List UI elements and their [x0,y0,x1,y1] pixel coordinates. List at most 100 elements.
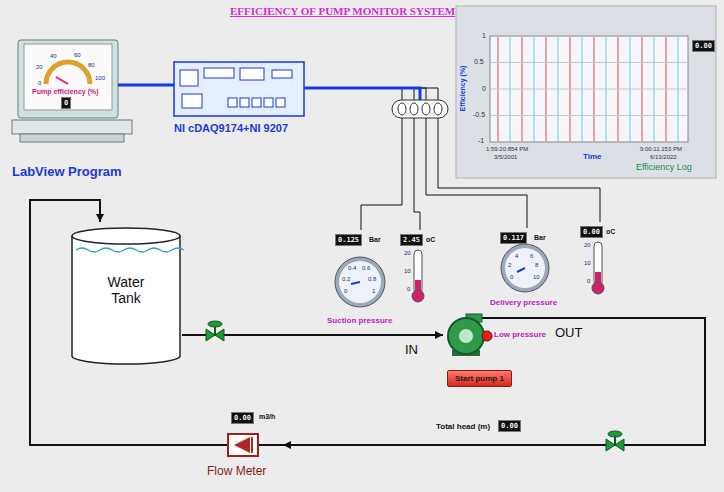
label: 100 [95,75,105,81]
pressure-gauge-dial [351,282,360,284]
pressure-gauge-dial [517,268,525,272]
pump: Low pressure [443,310,548,360]
daq-card [240,68,264,80]
label: 0.2 [342,276,350,282]
water-tank-text: Water Tank [91,274,161,306]
label: 9:00:11.153 PM [640,146,682,152]
signal-hub [434,103,442,115]
label: 80 [88,62,95,68]
daq-card [252,98,261,107]
diagram-title: EFFICIENCY OF PUMP MONITOR SYSTEM [230,5,455,17]
label: 6/13/2022 [650,154,677,160]
computer-node-text: LabView Program [12,164,122,179]
thermometer-tube [594,242,602,286]
pump-symbol [448,318,484,354]
pump-symbol [459,329,473,343]
label: 1 [482,32,486,39]
label: 8 [535,262,538,268]
daq-card [174,62,420,116]
signal-hub [392,100,448,118]
label: 6 [530,253,533,259]
total-head-text: 0.00 [498,420,521,432]
thermometer: 0.00oC [578,222,622,296]
usb-cable [132,85,174,86]
label: 1 [372,288,375,294]
pressure-gauge-text: Suction pressure [327,316,392,325]
thermometer-tube [592,282,604,294]
thermometer-text: 2.45 [400,234,423,246]
water-tank-shape [76,248,184,252]
pressure-gauge-text: Delivery pressure [490,298,557,307]
chart-trace [490,62,688,63]
thermometer-text: oC [426,236,435,243]
daq-card [228,98,237,107]
chart-frame [456,6,716,178]
label: 40 [50,53,57,59]
start-button-text: Start pump 1 [447,370,512,387]
label: 10 [584,260,591,266]
water-pipe [283,318,705,449]
daq-card [276,98,285,107]
water-tank-shape [72,228,180,244]
label: OUT [555,325,582,340]
pump-symbol [448,314,550,356]
label: 20 [404,250,411,256]
flow-meter-symbol [203,434,285,456]
pressure-gauge-text: 0.125 [335,234,362,246]
total-head: Total head (m)0.00 [436,420,528,434]
water-pipe [30,200,205,445]
label: 20 [584,242,591,248]
pump-symbol [482,331,492,341]
label: 2 [508,262,511,268]
label: 0 [482,85,486,92]
label: 0.5 [474,58,484,65]
computer-icon [118,84,132,87]
water-tank-shape [72,236,180,364]
daq-card [180,70,198,86]
daq-card [182,94,202,108]
computer-icon [18,40,118,118]
thermometer-tube [412,242,604,302]
daq-card [304,88,420,100]
computer-node-text: Pump efficiency (%) [32,88,99,95]
thermometer-text: 0.00 [580,226,603,238]
chart-trace [490,37,688,141]
signal-hub [398,103,406,115]
flow-meter-text: 0.00 [231,412,254,424]
flow-meter-symbol [203,444,228,446]
daq-module-text: NI cDAQ9174+NI 9207 [174,122,288,134]
flow-meter-text: Flow Meter [207,464,266,478]
computer-icon [46,62,90,84]
label: -1 [478,137,484,144]
water-tank: Water Tank [70,222,182,362]
daq-card [174,62,304,116]
signal-wire [304,88,402,230]
valve-symbol [608,431,622,437]
signal-wire [304,88,420,230]
computer-node: Pump efficiency (%) 0LabView Program [12,38,132,180]
signal-hub [392,100,448,118]
daq-card [240,98,249,107]
computer-icon [24,44,112,110]
label: 1:59:20.854 PM [486,146,528,152]
thermometer-tube [412,290,424,302]
signal-hub [410,103,418,115]
computer-icon [12,120,132,134]
flow-meter-symbol [228,434,258,456]
label: Efficiency (%) [459,66,466,112]
label: 0.4 [348,265,356,271]
label: 0.8 [368,276,376,282]
pressure-gauge: 0.117BarDelivery pressure [488,228,566,310]
computer-node-text: 0 [61,97,71,109]
valve-symbol [206,321,624,451]
label: IN [405,342,418,357]
flow-meter-symbol [258,444,285,446]
start-button: Start pump 1 [447,370,514,388]
pressure-gauge-dial [335,244,549,307]
label: 0.00 [692,40,715,52]
label: 0 [510,274,513,280]
water-tank-shape [72,228,184,364]
pressure-gauge-dial [335,257,385,307]
pump-symbol [482,317,550,319]
